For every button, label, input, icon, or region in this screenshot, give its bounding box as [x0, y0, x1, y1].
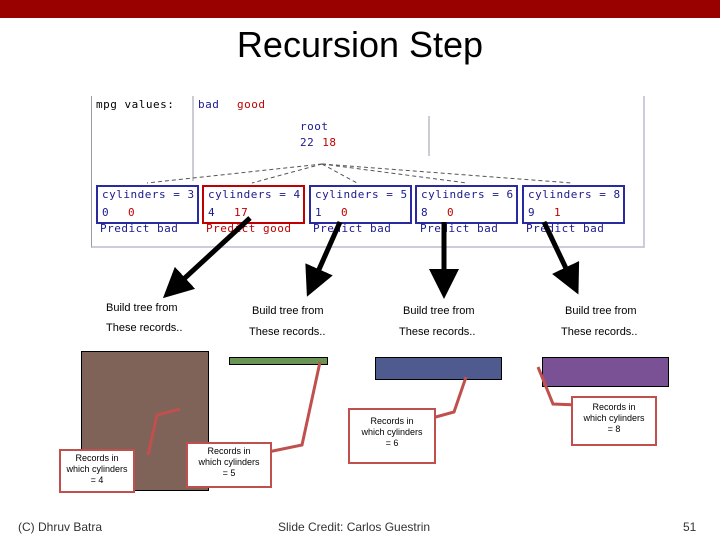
callout-line: Records in: [370, 416, 414, 426]
bad-legend: bad: [198, 98, 220, 111]
arrow-cyl8: [541, 220, 580, 295]
node-label: cylinders = 8: [528, 188, 621, 201]
build-caption-3-line1: Build tree from: [403, 305, 475, 317]
build-caption-4-line1: Build tree from: [565, 305, 637, 317]
records-box-cyl8: [542, 357, 669, 387]
node-prediction-cyl5: Predict bad: [313, 222, 392, 235]
callout-line: which cylinders: [66, 464, 128, 474]
callout-line: Records in: [207, 446, 251, 456]
tree-node-cyl6: cylinders = 6 8 0: [415, 185, 518, 224]
node-bad-count: 8: [421, 206, 429, 219]
node-prediction-cyl3: Predict bad: [100, 222, 179, 235]
tree-node-cyl4: cylinders = 4 4 17: [202, 185, 305, 224]
records-box-cyl5: [229, 357, 328, 365]
root-label: root: [300, 120, 329, 133]
callout-cyl8: Records in which cylinders = 8: [571, 396, 657, 446]
root-bad-count: 22: [300, 136, 315, 149]
tree-node-cyl5: cylinders = 5 1 0: [309, 185, 412, 224]
node-label: cylinders = 6: [421, 188, 514, 201]
tree-node-cyl8: cylinders = 8 9 1: [522, 185, 625, 224]
build-caption-2-line1: Build tree from: [252, 305, 324, 317]
callout-line: = 8: [607, 424, 621, 434]
page-number: 51: [683, 520, 697, 534]
node-label: cylinders = 4: [208, 188, 301, 201]
build-caption-1-line2: These records..: [106, 322, 183, 334]
node-good-count: 0: [128, 206, 136, 219]
callout-line: which cylinders: [583, 413, 645, 423]
arrow-cyl4: [162, 216, 252, 299]
node-good-count: 1: [554, 206, 562, 219]
node-prediction-cyl4: Predict good: [206, 222, 292, 235]
node-prediction-cyl6: Predict bad: [420, 222, 499, 235]
connector-cyl4: [146, 407, 181, 456]
callout-line: which cylinders: [361, 427, 423, 437]
slide-title: Recursion Step: [236, 24, 484, 65]
footer-author: (C) Dhruv Batra: [18, 520, 103, 534]
arrow-cyl5: [305, 220, 343, 297]
connector-cyl8: [536, 366, 579, 407]
build-caption-4-line2: These records..: [561, 326, 638, 338]
root-good-count: 18: [322, 136, 337, 149]
callout-cyl4: Records in which cylinders = 4: [59, 449, 135, 493]
tree-edges: [146, 96, 573, 184]
header-bar: [0, 0, 720, 18]
node-label: cylinders = 3: [102, 188, 195, 201]
callout-line: = 4: [90, 475, 104, 485]
footer-credit: Slide Credit: Carlos Guestrin: [278, 520, 431, 534]
callout-cyl6: Records in which cylinders = 6: [348, 408, 436, 464]
callout-line: = 5: [222, 468, 236, 478]
node-bad-count: 9: [528, 206, 536, 219]
good-legend: good: [237, 98, 266, 111]
build-caption-3-line2: These records..: [399, 326, 476, 338]
root-counts: 22 18: [300, 136, 337, 149]
node-label: cylinders = 5: [315, 188, 408, 201]
build-caption-1-line1: Build tree from: [106, 302, 178, 314]
callout-line: = 6: [385, 438, 399, 448]
callout-line: Records in: [592, 402, 636, 412]
node-bad-count: 0: [102, 206, 110, 219]
node-bad-count: 4: [208, 206, 216, 219]
node-good-count: 0: [447, 206, 455, 219]
build-caption-2-line2: These records..: [249, 326, 326, 338]
callout-line: which cylinders: [198, 457, 260, 467]
node-good-count: 17: [234, 206, 249, 219]
connector-cyl5: [267, 361, 322, 454]
tree-node-cyl3: cylinders = 3 0 0: [96, 185, 199, 224]
callout-line: Records in: [75, 453, 119, 463]
connector-cyl6: [431, 376, 468, 420]
records-box-cyl6: [375, 357, 502, 380]
mpg-values-label: mpg values:: [96, 98, 175, 111]
node-good-count: 0: [341, 206, 349, 219]
callout-cyl5: Records in which cylinders = 5: [186, 442, 272, 488]
node-bad-count: 1: [315, 206, 323, 219]
